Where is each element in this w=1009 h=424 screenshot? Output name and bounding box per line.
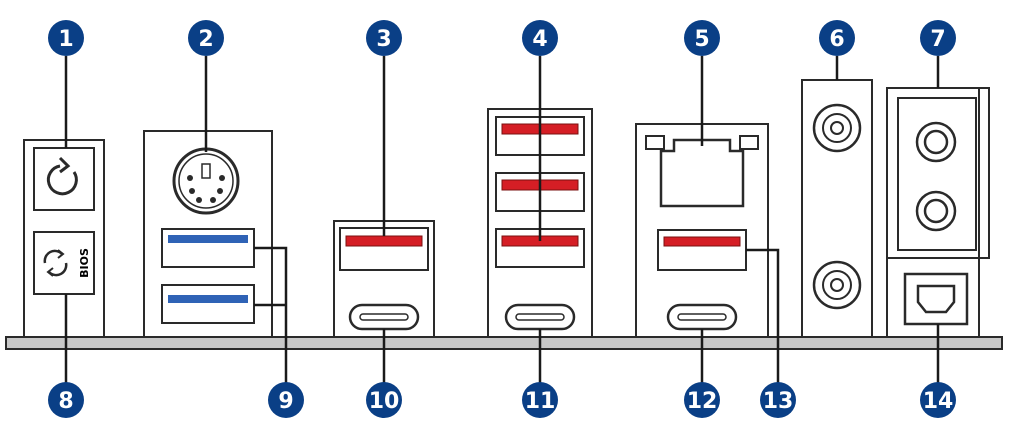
lan-module [635,123,769,338]
callout-5: 5 [684,20,720,56]
callout-11: 11 [522,382,558,418]
callout-9: 9 [268,382,304,418]
callout-12-label: 12 [687,389,718,414]
callout-6: 6 [819,20,855,56]
callout-12: 12 [684,382,720,418]
antenna-module [801,79,873,338]
callout-1: 1 [48,20,84,56]
audio-module [886,87,990,338]
usb3-blue-port-bottom [161,284,255,324]
callout-2-label: 2 [198,27,213,52]
usb3-blue-port-top [161,228,255,268]
callout-3-label: 3 [376,27,391,52]
callout-3: 3 [366,20,402,56]
callout-5-label: 5 [694,27,709,52]
callout-1-label: 1 [58,27,73,52]
usb-typec-module-a [333,220,435,338]
callout-14: 14 [920,382,956,418]
callout-13-label: 13 [763,389,794,414]
lan-led-left [645,135,665,150]
callout-7: 7 [920,20,956,56]
base-plate [5,336,1003,350]
callout-4: 4 [522,20,558,56]
callout-7-label: 7 [930,27,945,52]
callout-2: 2 [188,20,224,56]
callout-8: 8 [48,382,84,418]
callout-10: 10 [366,382,402,418]
refresh-icon [46,164,78,196]
usb-red-port-lan [657,229,747,271]
callout-4-label: 4 [532,27,547,52]
callout-14-label: 14 [923,389,954,414]
rj45-port [659,138,745,208]
callout-10-label: 10 [369,389,400,414]
lan-led-right [739,135,759,150]
clear-cmos-button [33,147,95,211]
button-module: BIOS [23,139,105,338]
callout-11-label: 11 [525,389,556,414]
callout-13: 13 [760,382,796,418]
leader-lines [64,56,940,384]
callout-6-label: 6 [829,27,844,52]
callout-9-label: 9 [278,389,293,414]
bios-label: BIOS [78,248,91,278]
ps2-usb-module [143,130,273,338]
callout-8-label: 8 [58,389,73,414]
